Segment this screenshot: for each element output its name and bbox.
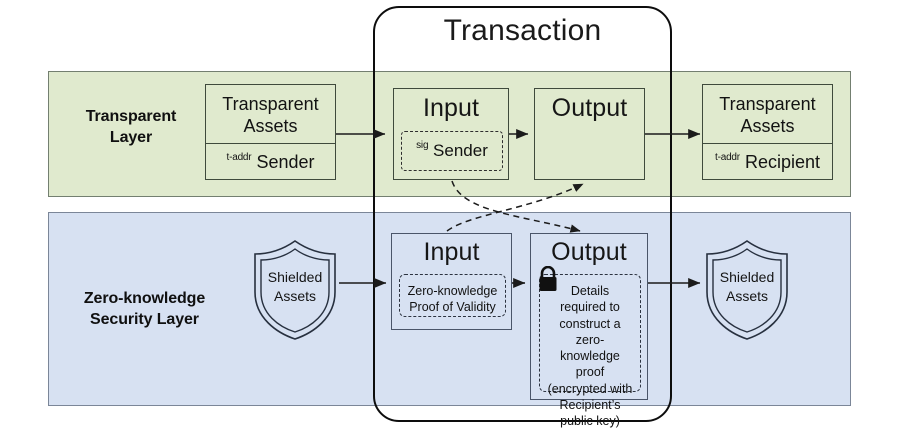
zk-source-shield-label-line2: Assets <box>273 287 316 304</box>
transparent-source-addr-prefix: t-addr <box>226 152 252 163</box>
zk-input-proof-line1: Zero-knowledge <box>407 284 498 298</box>
lock-icon <box>539 266 557 291</box>
zk-dest-shielded-assets[interactable]: Shielded Assets <box>701 238 793 342</box>
transparent-layer-title-line1: Transparent <box>85 108 177 125</box>
transparent-layer-title: Transparent Layer <box>56 106 206 148</box>
transparent-input-signature-text: sig Sender <box>402 140 502 162</box>
transparent-source-assets-box[interactable]: Transparent Assets t-addr Sender <box>205 84 336 180</box>
zk-input-box[interactable]: Input Zero-knowledge Proof of Validity <box>391 233 512 330</box>
transparent-dest-assets-title-line1: Transparent <box>719 94 816 114</box>
transparent-source-assets-address: t-addr Sender <box>206 152 335 173</box>
transparent-dest-assets-title: Transparent Assets <box>703 93 832 138</box>
zk-input-proof-text: Zero-knowledge Proof of Validity <box>400 283 505 316</box>
transparent-source-assets-title-line2: Assets <box>243 116 298 137</box>
transparent-layer-title-line2: Layer <box>109 129 153 147</box>
transparent-dest-assets-address: t-addr Recipient <box>703 152 832 173</box>
transparent-dest-assets-title-line2: Assets <box>740 116 795 137</box>
shield-icon <box>706 240 788 340</box>
shield-icon <box>254 240 336 340</box>
zk-input-proof-line2: Proof of Validity <box>409 300 496 315</box>
transparent-dest-addr-label: Recipient <box>744 152 820 172</box>
zk-output-heading: Output <box>551 238 627 266</box>
transparent-dest-addr-prefix: t-addr <box>715 152 740 163</box>
transparent-source-assets-title: Transparent Assets <box>206 93 335 138</box>
zk-output-box[interactable]: Output Details required to construct a z… <box>530 233 648 428</box>
transaction-title: Transaction <box>443 14 602 47</box>
zk-output-details-text: Details required to construct a zero-kno… <box>547 284 633 428</box>
zk-output-details-box[interactable]: Details required to construct a zero-kno… <box>539 274 641 428</box>
zk-dest-shield-label-line2: Assets <box>725 287 768 304</box>
transparent-dest-assets-box[interactable]: Transparent Assets t-addr Recipient <box>702 84 833 180</box>
transparent-input-signature-box[interactable]: sig Sender <box>401 131 503 171</box>
zero-knowledge-layer-title: Zero-knowledge Security Layer <box>52 288 237 330</box>
transparent-output-heading: Output <box>551 94 628 122</box>
transparent-source-assets-divider <box>206 143 335 144</box>
transparent-source-assets-title-line1: Transparent <box>222 94 319 114</box>
zk-source-shield-label: Shielded Assets <box>249 268 341 306</box>
transparent-dest-assets-divider <box>703 143 832 144</box>
zk-dest-shield-label: Shielded Assets <box>701 268 793 306</box>
transparent-input-heading: Input <box>422 94 480 122</box>
zk-source-shielded-assets[interactable]: Shielded Assets <box>249 238 341 342</box>
transparent-input-box[interactable]: Input sig Sender <box>393 88 509 180</box>
transparent-input-sig-label: Sender <box>433 141 488 160</box>
zk-input-heading: Input <box>423 238 480 266</box>
zk-input-proof-box[interactable]: Zero-knowledge Proof of Validity <box>399 274 506 317</box>
zk-source-shield-label-line1: Shielded <box>267 269 323 285</box>
transparent-input-sig-prefix: sig <box>416 140 429 152</box>
transparent-source-addr-label: Sender <box>256 152 315 172</box>
transparent-output-box[interactable]: Output <box>534 88 645 180</box>
zk-dest-shield-label-line1: Shielded <box>719 269 775 285</box>
zk-layer-title-line1: Zero-knowledge <box>83 290 206 307</box>
zk-layer-title-line2: Security Layer <box>90 311 199 329</box>
